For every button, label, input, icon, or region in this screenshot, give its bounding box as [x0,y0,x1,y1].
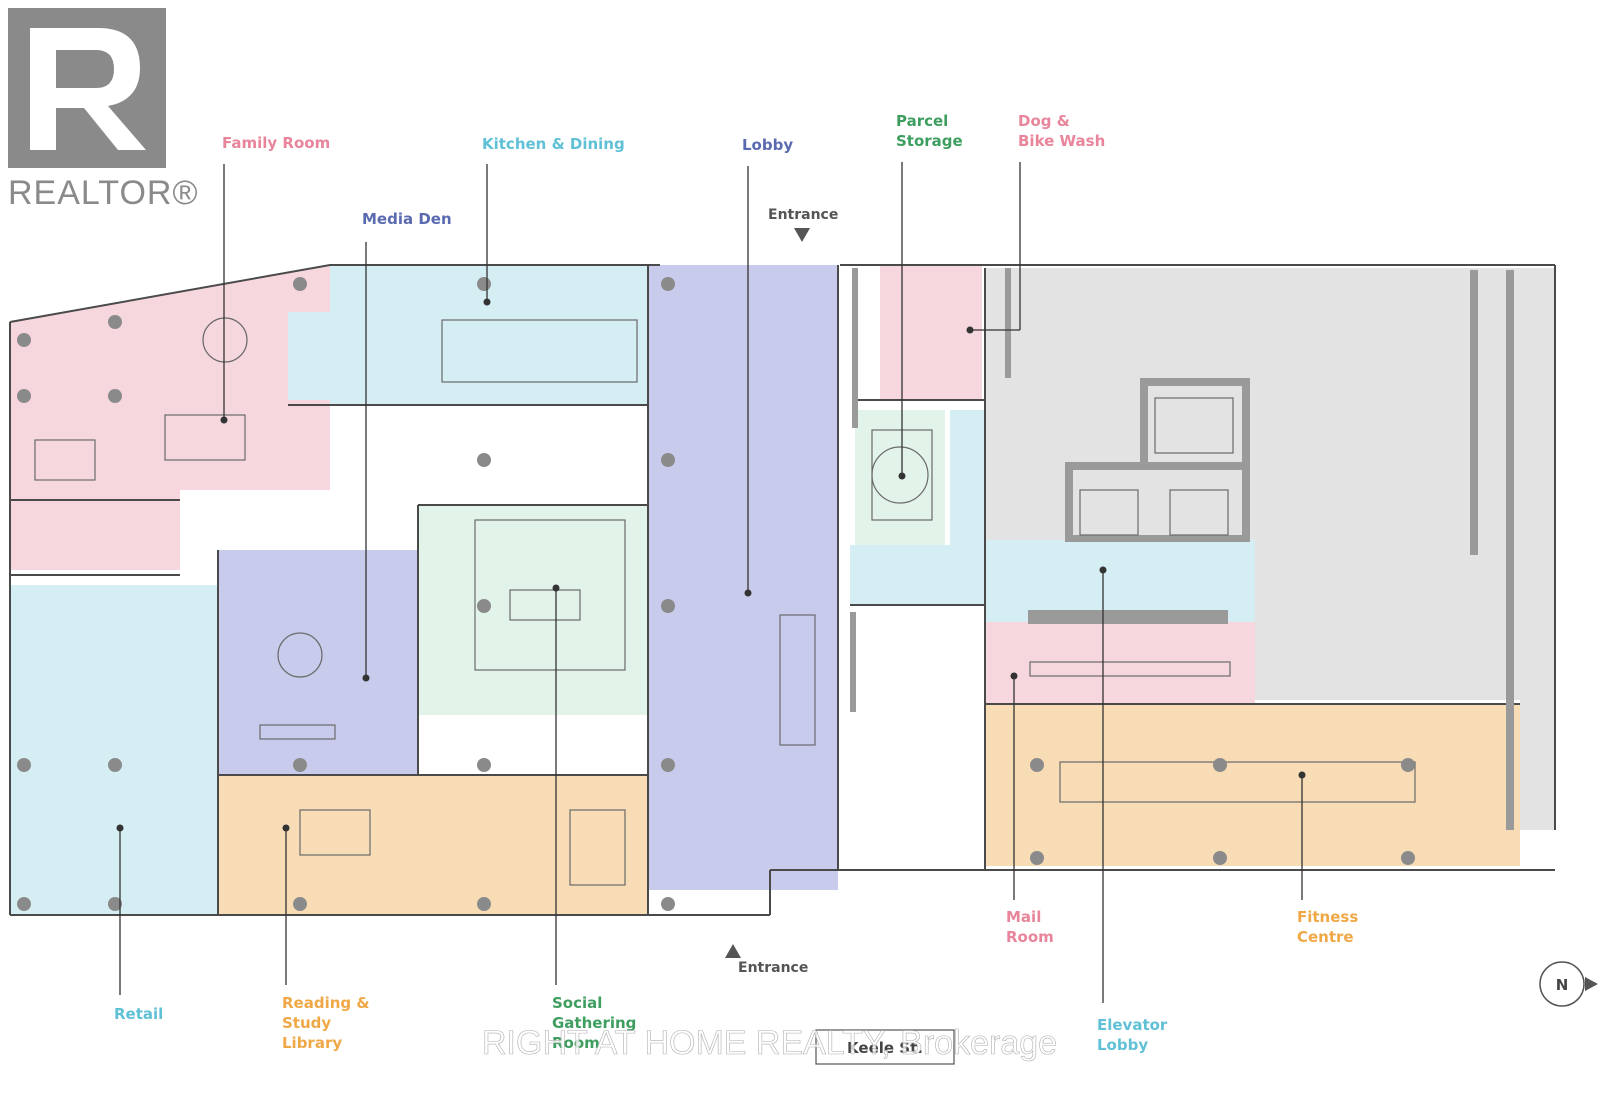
walls [9,264,1556,916]
label-elevator-1: Elevator [1097,1016,1168,1034]
label-dog-bike-1: Dog & [1018,112,1070,130]
zone-media-den [218,550,418,775]
label-mail-room-1: Mail [1006,908,1041,926]
furniture [34,317,1416,886]
label-fitness-1: Fitness [1297,908,1358,926]
label-reading-3: Library [282,1034,342,1052]
leader-dots [116,298,1306,832]
entrance-arrow-top [794,228,810,242]
zone-fitness-centre [985,704,1520,866]
label-reading-2: Study [282,1014,331,1032]
label-mail-room-2: Room [1006,928,1054,946]
realtor-logo-text: REALTOR® [8,174,199,212]
label-retail: Retail [114,1005,163,1023]
zone-reading-library [218,775,648,915]
watermark: RIGHT AT HOME REALTY, Brokerage [482,1024,1057,1062]
north-arrow-icon: N [1539,961,1598,1007]
label-parcel-storage-2: Storage [896,132,963,150]
entrance-arrow-bottom [725,944,741,958]
zone-retail [10,585,218,915]
label-family-room: Family Room [222,134,330,152]
label-parcel-storage-1: Parcel [896,112,948,130]
columns [17,277,1415,911]
zone-lobby [648,265,838,890]
zone-elevator-lobby [850,410,1255,622]
label-entrance-bottom: Entrance [738,960,808,976]
label-social-3: Room [552,1034,600,1052]
street-name: Keele St. [847,1039,923,1057]
label-dog-bike-2: Bike Wash [1018,132,1105,150]
label-kitchen-dining: Kitchen & Dining [482,135,625,153]
label-social-2: Gathering [552,1014,636,1032]
label-fitness-2: Centre [1297,928,1354,946]
label-elevator-2: Lobby [1097,1036,1148,1054]
label-lobby: Lobby [742,136,793,154]
structure [850,268,1514,830]
zone-social-gathering [418,505,648,715]
leader-lines [119,162,1303,1003]
street-label: Keele St. [815,1029,955,1065]
label-entrance-top: Entrance [768,207,838,223]
label-social-1: Social [552,994,602,1012]
zone-family-room [10,265,330,570]
realtor-logo: REALTOR® [8,8,199,212]
zone-mail-room [985,622,1255,704]
label-reading-1: Reading & [282,994,369,1012]
north-label: N [1556,976,1569,994]
zone-dog-bike-wash [880,265,982,400]
label-media-den: Media Den [362,210,452,228]
